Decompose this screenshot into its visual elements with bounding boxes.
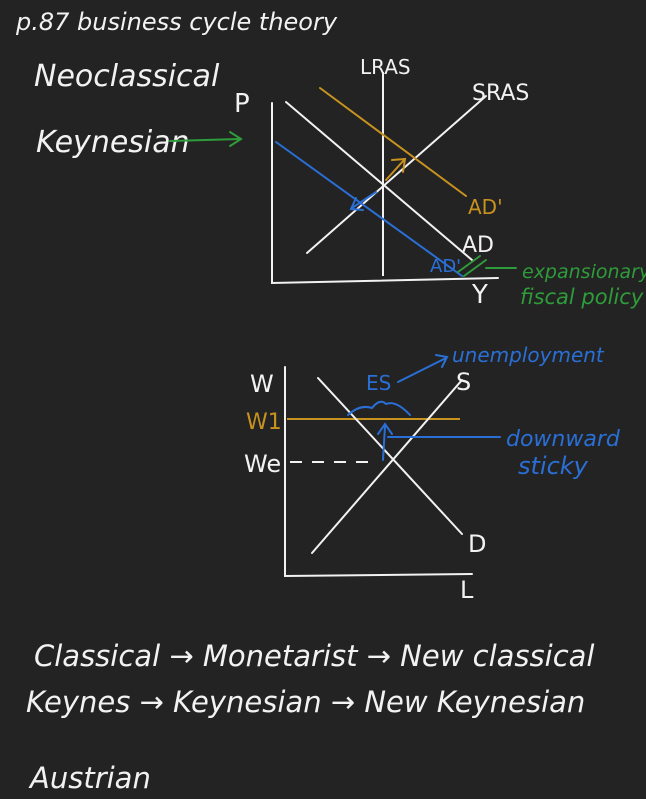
demand-label: D [468,530,486,558]
policy-note-line1: expansionary [522,261,646,283]
labour-supply-line [311,379,463,554]
unemployment-arrow [397,354,449,383]
labour-demand-line [317,377,463,535]
unemployment-label: unemployment [452,343,605,367]
sticky-note-line2: sticky [518,452,589,480]
output-axis-label: Y [471,280,488,310]
labour-axis-label: L [460,576,474,604]
ad-line [285,101,473,261]
ad-label: AD [462,233,494,258]
w1-label: W1 [246,410,282,435]
ad-prime-down-line [275,141,463,277]
ad-prime-up-label: AD' [468,195,503,219]
ad-increase-arrow [385,157,407,181]
adas-diagram: P Y LRAS SRAS AD AD' AD' [234,55,646,310]
es-label: ES [366,371,391,395]
ad-decrease-arrow [349,191,377,211]
adas-axes [271,102,499,285]
labour-market-diagram: W L W1 We S D ES unemployment downward [244,343,621,604]
ad-prime-up-line [319,87,467,197]
ad-prime-down-label: AD' [430,256,461,277]
lras-label: LRAS [360,55,411,79]
classical-lineage: Classical → Monetarist → New classical [34,639,594,673]
price-axis-label: P [234,89,250,119]
policy-arrows [457,255,517,277]
sras-line [306,95,487,254]
wage-axis-label: W [250,370,274,398]
school-keynesian: Keynesian [36,125,190,160]
keynesian-arrow [169,131,243,147]
we-label: We [244,450,281,478]
school-neoclassical: Neoclassical [34,59,220,94]
austrian-school: Austrian [28,761,151,795]
wage-rise-arrow [377,422,393,461]
labour-axes [284,366,473,578]
supply-label: S [456,368,471,396]
page-title: p.87 business cycle theory [15,8,338,36]
policy-note-line2: fiscal policy [520,285,644,309]
sras-label: SRAS [472,81,529,106]
keynes-lineage: Keynes → Keynesian → New Keynesian [26,685,585,719]
sticky-note-line1: downward [506,427,621,452]
es-brace [347,400,411,416]
